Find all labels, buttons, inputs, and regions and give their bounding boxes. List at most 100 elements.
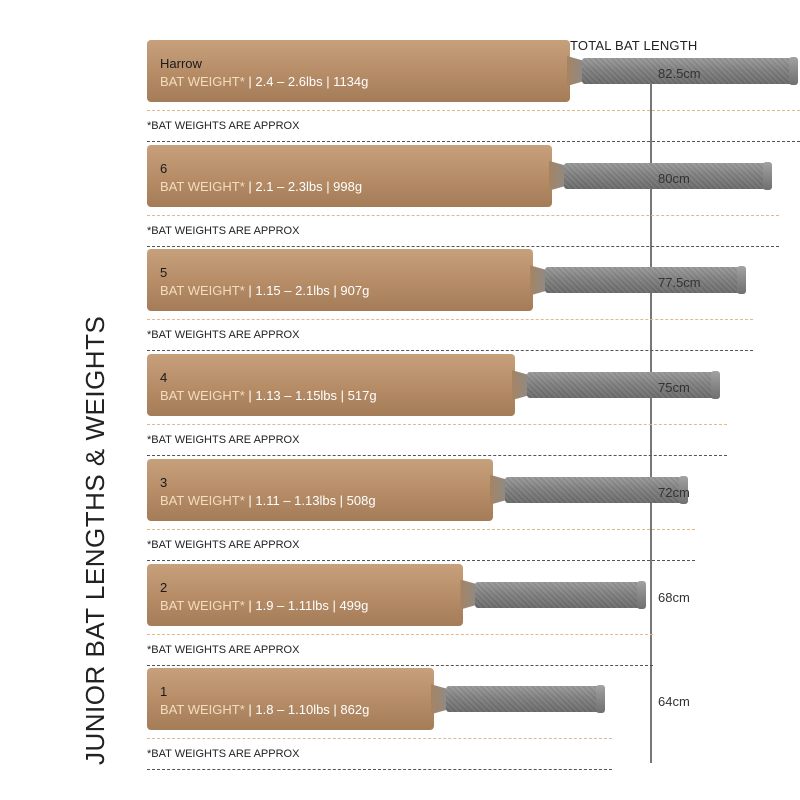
- bat-size-name: 6: [160, 160, 168, 176]
- bat-length-label: 77.5cm: [658, 275, 701, 291]
- bat-handle-cap: [736, 266, 746, 295]
- bat-shoulder: [489, 474, 506, 505]
- bat-shoulder: [511, 370, 528, 401]
- divider-dashed-light: [147, 633, 654, 635]
- bat-blade: [147, 563, 464, 626]
- bat-weight-value: | 1.9 – 1.11lbs | 499g: [248, 597, 369, 613]
- bat-size-name: 2: [160, 579, 168, 595]
- bat-size-name: 4: [160, 370, 168, 386]
- divider-dashed-light: [147, 528, 696, 530]
- bat-weight-value: | 1.11 – 1.13lbs | 508g: [248, 492, 376, 508]
- bat-handle: [446, 686, 600, 713]
- bat-handle-cap: [595, 685, 605, 714]
- bat-length-label: 72cm: [658, 484, 690, 500]
- bat-weight-label: BAT WEIGHT*: [160, 178, 245, 194]
- bat-blade: [147, 144, 552, 207]
- bat-weight-text: BAT WEIGHT* | 2.1 – 2.3lbs | 998g: [160, 179, 362, 194]
- bat-handle-cap: [679, 475, 689, 504]
- bat-shoulder: [530, 265, 547, 296]
- length-axis-line: [650, 58, 652, 763]
- bat-size-name: 3: [160, 474, 168, 490]
- bat-weight-label: BAT WEIGHT*: [160, 492, 245, 508]
- bat-weight-label: BAT WEIGHT*: [160, 283, 245, 299]
- total-length-label: TOTAL BAT LENGTH: [570, 38, 698, 53]
- bat-handle: [581, 58, 794, 84]
- bat-shoulder: [460, 579, 477, 610]
- cricket-bat: Harrow BAT WEIGHT* | 2.4 – 2.6lbs | 1134…: [0, 40, 799, 102]
- bat-weight-label: BAT WEIGHT*: [160, 597, 245, 613]
- bat-row: 2 BAT WEIGHT* | 1.9 – 1.11lbs | 499g 68c…: [0, 563, 800, 669]
- bat-weight-text: BAT WEIGHT* | 1.11 – 1.13lbs | 508g: [160, 493, 376, 508]
- divider-dashed-dark: [147, 141, 800, 142]
- bat-weight-value: | 2.4 – 2.6lbs | 1134g: [248, 74, 369, 89]
- bat-shoulder: [548, 160, 565, 191]
- bat-row: 5 BAT WEIGHT* | 1.15 – 2.1lbs | 907g 77.…: [0, 249, 800, 354]
- divider-dashed-dark: [147, 350, 753, 352]
- approx-note: *BAT WEIGHTS ARE APPROX: [147, 434, 300, 447]
- divider-dashed-light: [147, 214, 780, 216]
- bat-shoulder: [431, 684, 447, 715]
- bat-length-label: 82.5cm: [658, 66, 701, 81]
- bat-weight-text: BAT WEIGHT* | 1.13 – 1.15lbs | 517g: [160, 388, 377, 403]
- bat-weight-text: BAT WEIGHT* | 2.4 – 2.6lbs | 1134g: [160, 74, 368, 89]
- divider-dashed-light: [147, 110, 800, 111]
- bat-row: 4 BAT WEIGHT* | 1.13 – 1.15lbs | 517g 75…: [0, 354, 800, 459]
- bat-weight-value: | 1.13 – 1.15lbs | 517g: [248, 388, 377, 404]
- bat-length-label: 64cm: [658, 694, 690, 710]
- bat-weight-text: BAT WEIGHT* | 1.15 – 2.1lbs | 907g: [160, 283, 369, 298]
- approx-note: *BAT WEIGHTS ARE APPROX: [147, 643, 300, 656]
- cricket-bat: 6 BAT WEIGHT* | 2.1 – 2.3lbs | 998g: [0, 144, 773, 207]
- approx-note: *BAT WEIGHTS ARE APPROX: [147, 329, 300, 342]
- bat-blade: [147, 458, 493, 521]
- bat-blade: [147, 668, 434, 731]
- bat-weight-label: BAT WEIGHT*: [160, 74, 245, 89]
- bat-size-name: 1: [160, 684, 168, 700]
- bat-length-label: 68cm: [658, 589, 690, 605]
- bat-handle-cap: [710, 371, 720, 400]
- cricket-bat: 1 BAT WEIGHT* | 1.8 – 1.10lbs | 862g: [0, 668, 700, 731]
- divider-dashed-light: [147, 738, 612, 740]
- bat-weight-label: BAT WEIGHT*: [160, 702, 245, 718]
- cricket-bat: 2 BAT WEIGHT* | 1.9 – 1.11lbs | 499g: [0, 563, 700, 626]
- bat-weight-value: | 1.15 – 2.1lbs | 907g: [248, 283, 370, 299]
- divider-dashed-dark: [147, 769, 612, 771]
- bat-weight-value: | 2.1 – 2.3lbs | 998g: [248, 178, 363, 194]
- bat-weight-text: BAT WEIGHT* | 1.8 – 1.10lbs | 862g: [160, 702, 369, 717]
- bat-size-name: Harrow: [160, 56, 202, 71]
- bat-handle: [563, 162, 768, 189]
- approx-note: *BAT WEIGHTS ARE APPROX: [147, 748, 300, 761]
- bat-row: 3 BAT WEIGHT* | 1.11 – 1.13lbs | 508g 72…: [0, 458, 800, 564]
- divider-dashed-dark: [147, 559, 696, 561]
- bat-handle: [526, 372, 715, 399]
- divider-dashed-dark: [147, 245, 780, 247]
- divider-dashed-dark: [147, 664, 654, 666]
- bat-handle-cap: [637, 580, 647, 609]
- bat-blade: [147, 249, 534, 312]
- bat-blade: [147, 40, 570, 102]
- bat-row: 1 BAT WEIGHT* | 1.8 – 1.10lbs | 862g 64c…: [0, 668, 800, 773]
- bat-weight-label: BAT WEIGHT*: [160, 388, 245, 404]
- divider-dashed-light: [147, 424, 727, 426]
- bat-row: 6 BAT WEIGHT* | 2.1 – 2.3lbs | 998g 80cm…: [0, 144, 800, 250]
- bat-length-label: 80cm: [658, 170, 690, 186]
- bat-weight-value: | 1.8 – 1.10lbs | 862g: [248, 702, 370, 718]
- bat-row: Harrow BAT WEIGHT* | 2.4 – 2.6lbs | 1134…: [0, 40, 800, 145]
- bat-length-label: 75cm: [658, 380, 690, 396]
- bat-handle: [475, 581, 642, 608]
- cricket-bat: 5 BAT WEIGHT* | 1.15 – 2.1lbs | 907g: [0, 249, 746, 312]
- approx-note: *BAT WEIGHTS ARE APPROX: [147, 120, 300, 132]
- cricket-bat: 3 BAT WEIGHT* | 1.11 – 1.13lbs | 508g: [0, 458, 700, 521]
- divider-dashed-dark: [147, 455, 727, 457]
- cricket-bat: 4 BAT WEIGHT* | 1.13 – 1.15lbs | 517g: [0, 354, 720, 417]
- bat-handle: [545, 267, 741, 294]
- bat-handle-cap: [789, 57, 799, 85]
- bat-handle-cap: [763, 161, 773, 190]
- approx-note: *BAT WEIGHTS ARE APPROX: [147, 224, 300, 237]
- bat-shoulder: [566, 56, 583, 86]
- bat-handle: [504, 476, 684, 503]
- bat-weight-text: BAT WEIGHT* | 1.9 – 1.11lbs | 499g: [160, 598, 368, 613]
- divider-dashed-light: [147, 319, 753, 321]
- approx-note: *BAT WEIGHTS ARE APPROX: [147, 538, 300, 551]
- bat-size-name: 5: [160, 265, 168, 281]
- bat-blade: [147, 354, 515, 417]
